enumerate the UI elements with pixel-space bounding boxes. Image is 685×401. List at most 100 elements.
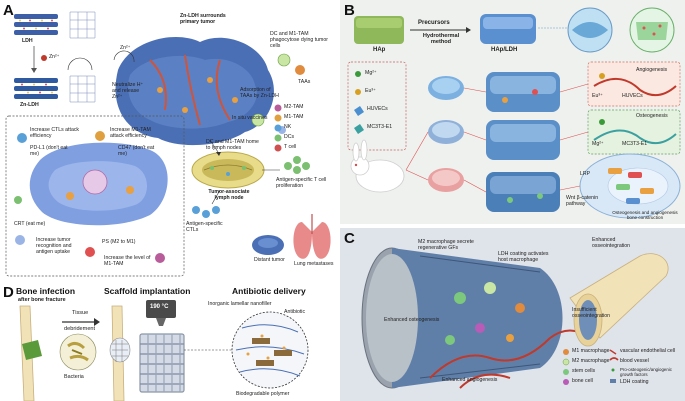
legend-m1-tam: M1-TAM	[284, 114, 304, 120]
antibiotic-delivery-heading: Antibiotic delivery	[232, 286, 306, 296]
enhanced-osseo-label: Enhanced osseointegration	[592, 237, 631, 249]
cd47-label: CD47 (don't eat me)	[118, 145, 155, 157]
in-situ-label: In situ vaccines	[232, 115, 268, 121]
ion-legend-box	[347, 61, 407, 151]
hydrothermal-label: Hydrothermal method	[422, 33, 460, 46]
inc-level-label: Increase the level of M1-TAM	[104, 255, 151, 267]
antibiotic-label: Antibiotic	[284, 309, 306, 315]
primary-tumor-icon	[115, 37, 274, 146]
cell-pathway-icon	[579, 153, 681, 219]
tumor-lymph-label: Tumor-associate lymph node	[208, 189, 250, 201]
eu-small-label: Eu³⁺	[592, 93, 603, 99]
nanofiller-zoom-icon	[231, 311, 309, 389]
insufficient-label: Insufficient osseointegration	[572, 307, 611, 319]
dc-phagocytose-label: DC and M1-TAM phagocytose dying tumor ce…	[270, 31, 328, 49]
tcell-cluster-icon	[284, 156, 310, 174]
adsorption-label: Adsorption of TAAs by Zn-LDH	[240, 87, 279, 99]
zn-ion-small-label: Zn²⁺	[120, 45, 131, 51]
inc-m1-label: Increase M1-TAM attack efficiency	[110, 127, 151, 139]
infected-bone-icon	[19, 305, 42, 401]
heater-nozzle-icon	[146, 300, 176, 326]
taa-label: TAAs	[298, 79, 311, 85]
rabbit-icon	[350, 139, 405, 193]
sample-disc-3-icon	[428, 168, 464, 192]
panel-d-letter: D	[3, 284, 14, 301]
precursors-label: Precursors	[418, 20, 450, 26]
bone-construction-label: Osteogenesis and angiogenesis bone const…	[612, 210, 678, 221]
pdl1-label: PD-L1 (don't eat me)	[30, 145, 68, 157]
zn-ldh-layers-icon	[14, 78, 58, 99]
distant-tumor-label: Distant tumor	[254, 257, 285, 263]
sample-disc-1-icon	[428, 76, 464, 100]
lung-label: Lung metastases	[294, 261, 334, 267]
tissue-label: Tissue	[72, 310, 89, 316]
implant-cylinder-icon	[361, 247, 563, 389]
legend-mc3t3: MC3T3-E1	[367, 124, 393, 130]
ldh-coat-label: LDH coating activates host macrophage	[498, 251, 549, 263]
ps-label: PS (M2 to M1)	[102, 239, 136, 245]
inc-ctl-label: Increase CTLs attack efficiency	[30, 127, 80, 139]
neutralize-label: Neutralize H⁺ and release Zn²⁺	[112, 82, 144, 100]
after-fracture-label: after bone fracture	[18, 297, 66, 303]
wnt-label: Wnt β-catenin pathway	[566, 195, 599, 207]
legend-m2-macrophage: M2 macrophage	[572, 358, 610, 364]
legend-huvecs: HUVECs	[367, 106, 388, 112]
hap-label: HAp	[373, 47, 386, 53]
panel-c: C	[340, 228, 685, 401]
legend-vascular: vascular endothelial cell	[620, 348, 676, 354]
legend-mg: Mg²⁺	[365, 70, 377, 76]
surround-title: Zn-LDH surrounds primary tumor	[180, 13, 226, 25]
ctl-cells-icon	[192, 206, 220, 218]
hap-block-icon	[354, 16, 404, 44]
osteogenesis-label: Osteogenesis	[636, 113, 668, 119]
lattice-scaffold-icon	[139, 333, 185, 393]
ldh-structure-icon	[69, 11, 96, 39]
hap-ldh-block-icon	[480, 14, 536, 44]
panel-b-letter: B	[344, 2, 355, 19]
legend-dcs: DCs	[284, 134, 295, 140]
ctl-antigen-label: Antigen-specific CTLs	[186, 221, 223, 233]
legend-growth-factors: Pro-osteogenic/angiogenic growth factors	[620, 367, 672, 378]
bone-infection-heading: Bone infection	[16, 286, 76, 296]
implant-cells-icon	[445, 282, 525, 345]
cell-legend-markers	[274, 104, 282, 152]
ldh-layers-icon	[14, 14, 58, 35]
immune-cells-icon	[251, 53, 305, 134]
inorganic-label: Inorganic lamellar nanofiller	[208, 301, 272, 307]
temperature-label: 190 °C	[150, 304, 169, 310]
mc3t3-inset-label: MC3T3-E1	[622, 141, 648, 147]
enhanced-osteo-label: Enhanced osteogenesis	[384, 317, 440, 323]
mg-small-label: Mg²⁺	[592, 141, 604, 147]
panel-a-letter: A	[3, 2, 14, 19]
debrided-bone-icon	[109, 305, 131, 401]
sample-disc-2-icon	[428, 120, 464, 144]
crt-label: CRT (eat me)	[14, 221, 46, 227]
panel-d-artwork	[19, 300, 309, 401]
huvec-legend-icon	[354, 106, 364, 116]
legend-m2-tam: M2-TAM	[284, 104, 304, 110]
legend-eu: Eu³⁺	[365, 88, 376, 94]
home-lymph-label: DC and M1-TAM home to lymph nodes	[206, 139, 259, 151]
angiogenesis-label: Angiogenesis	[636, 67, 668, 73]
panel-d: D	[0, 284, 336, 401]
panel-b-artwork	[347, 7, 681, 219]
tcell-prolif-label: Antigen-specific T cell proliferation	[276, 177, 327, 189]
panel-a-artwork	[5, 11, 331, 277]
debridement-label: debridement	[64, 326, 96, 332]
panel-a: A	[0, 0, 336, 280]
m2-secrete-label: M2 macrophage secrete regenerative GFs	[418, 239, 474, 251]
bacteria-icon	[59, 333, 97, 371]
ldh-label: LDH	[22, 38, 33, 44]
biodegradable-label: Biodegradable polymer	[236, 391, 290, 397]
mechanism-inset-box	[5, 115, 185, 277]
legend-m1-macrophage: M1 macrophage	[572, 348, 610, 354]
legend-blood-vessel: blood vessel	[620, 358, 649, 364]
panel-c-artwork	[361, 247, 669, 389]
panel-b: B	[340, 0, 685, 224]
panel-c-letter: C	[344, 230, 355, 247]
scaffold-1-icon	[486, 72, 560, 112]
zoom-circle-2-icon	[629, 7, 675, 53]
distant-tumor-icon	[252, 235, 284, 255]
enhanced-angio-label: Enhanced angiogenesis	[442, 377, 498, 383]
hap-ldh-label: HAp/LDH	[491, 47, 518, 53]
